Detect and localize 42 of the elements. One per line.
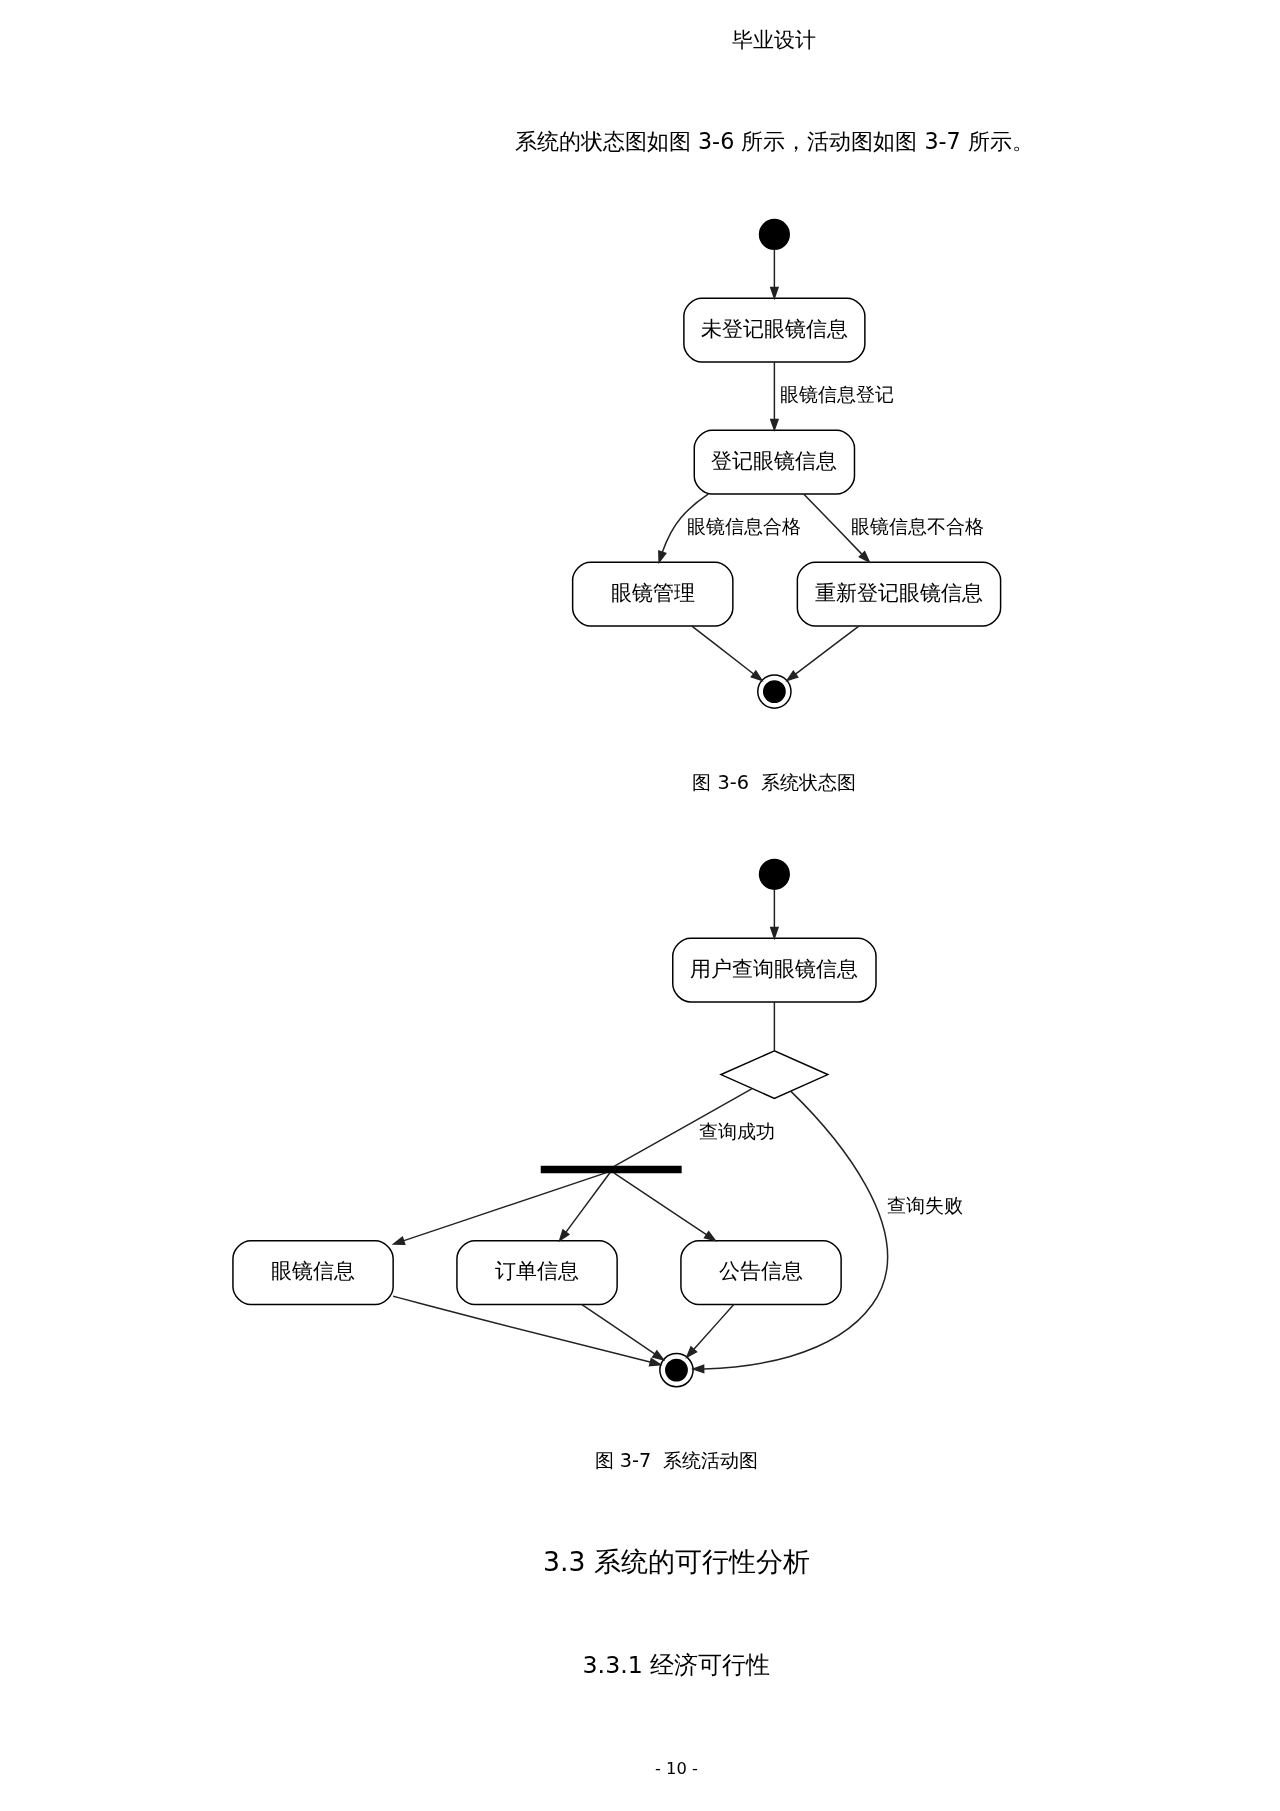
node-bar (540, 1165, 682, 1174)
edge-label: 查询失败 (886, 1193, 963, 1217)
arrow (657, 493, 709, 565)
edge-label: 查询成功 (698, 1119, 775, 1143)
arrow (557, 1172, 611, 1243)
node-box: 用户查询眼镜信息 (671, 937, 877, 1003)
node-box: 眼镜管理 (571, 561, 734, 627)
label: 图 3-7 系统活动图 (594, 1449, 758, 1473)
node-box: 公告信息 (679, 1240, 842, 1306)
edge-label: 眼镜信息不合格 (850, 515, 984, 539)
label: 图 3-6 系统状态图 (691, 770, 856, 794)
edge-label: 眼镜信息登记 (779, 383, 894, 407)
arrow (769, 888, 779, 941)
node-circle (758, 218, 790, 250)
connector (773, 1001, 775, 1052)
arrow (769, 361, 779, 433)
arrow (769, 248, 779, 301)
arrow (684, 1303, 735, 1359)
label: 3.3.1 经济可行性 (582, 1650, 770, 1679)
connector (612, 1088, 752, 1168)
arrow (391, 1171, 607, 1245)
edge-label: 眼镜信息合格 (686, 515, 801, 539)
label: 3.3 系统的可行性分析 (542, 1546, 810, 1578)
node-box: 重新登记眼镜信息 (796, 561, 1001, 627)
label: 毕业设计 (731, 28, 816, 53)
node-circle (756, 674, 792, 709)
arrow (612, 1172, 717, 1242)
label: - 10 - (654, 1758, 698, 1778)
node-box: 未登记眼镜信息 (682, 297, 866, 363)
arrow (784, 625, 860, 682)
node-diamond (718, 1050, 830, 1100)
arrow (802, 493, 871, 564)
node-box: 眼镜信息 (231, 1240, 394, 1306)
arrow (391, 1295, 663, 1367)
node-circle (658, 1352, 694, 1388)
label: 系统的状态图如图 3-6 所示，活动图如图 3-7 所示。 (514, 128, 1034, 155)
arrow (690, 1090, 888, 1374)
node-circle (758, 858, 790, 890)
node-box: 登记眼镜信息 (693, 429, 855, 495)
arrow (690, 625, 764, 682)
arrow (580, 1303, 665, 1361)
node-box: 订单信息 (455, 1240, 618, 1306)
